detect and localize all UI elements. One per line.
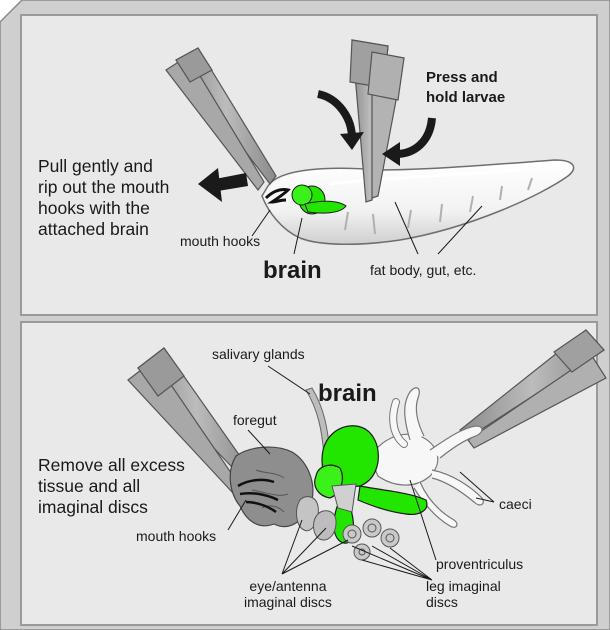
remove-instruction: Remove all excess tissue and all imagina… xyxy=(38,455,185,518)
pull-instruction: Pull gently and rip out the mouth hooks … xyxy=(38,156,169,240)
label-foregut: foregut xyxy=(233,412,277,428)
label-mouth-hooks: mouth hooks xyxy=(180,233,260,249)
label-brain: brain xyxy=(263,257,322,285)
label-mouth-hooks-2: mouth hooks xyxy=(136,528,216,544)
label-fat-body: fat body, gut, etc. xyxy=(370,262,476,278)
press-hold-instruction: Press and hold larvae xyxy=(426,68,505,108)
label-caeci: caeci xyxy=(499,496,532,512)
label-leg-discs: leg imaginal discs xyxy=(426,578,501,610)
label-eye-antenna-discs: eye/antenna imaginal discs xyxy=(244,578,332,610)
label-proventriculus: proventriculus xyxy=(436,556,523,572)
label-brain-2: brain xyxy=(318,380,377,408)
label-salivary-glands: salivary glands xyxy=(212,346,305,362)
